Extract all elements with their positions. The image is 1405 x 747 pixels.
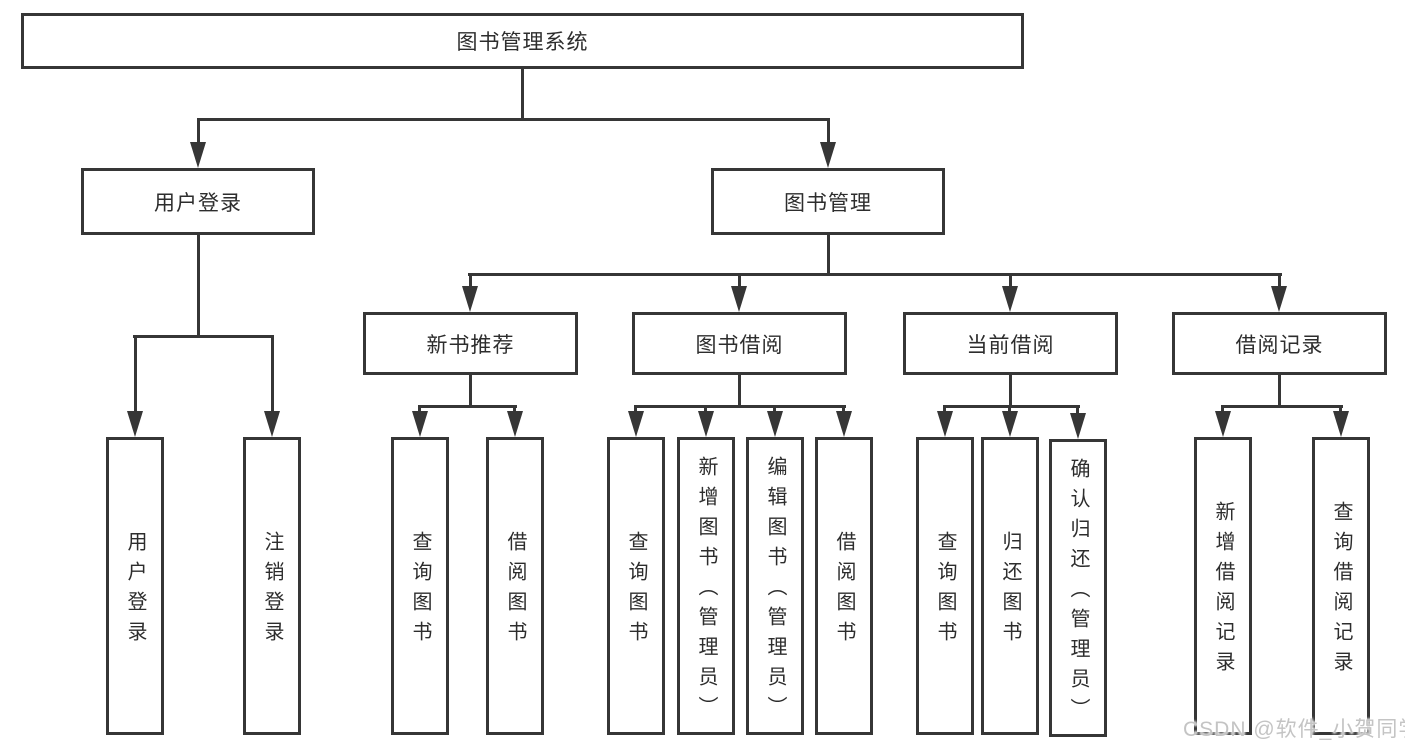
connector-login-group-hline: [133, 335, 274, 338]
arrowhead-leaf-login: [127, 411, 143, 437]
leaf-return-books: 归还图书: [981, 437, 1039, 735]
leaf-borrow-query-books-label: 查询图书: [625, 531, 647, 651]
leaf-query-borrow-record-label: 查询借阅记录: [1330, 501, 1352, 681]
leaf-current-query-books-label: 查询图书: [934, 531, 956, 651]
leaf-edit-books-admin-label: 编辑图书（管理员）: [764, 456, 786, 726]
box-user-login-label: 用户登录: [154, 191, 242, 215]
arrowhead-return-books: [1002, 411, 1018, 437]
connector-level2-hline: [197, 118, 830, 121]
box-new-book-recommend: 新书推荐: [363, 312, 578, 375]
connector-records-group-hline: [1221, 405, 1343, 408]
leaf-user-login-label: 用户登录: [124, 531, 146, 651]
arrowhead-add-books: [698, 411, 714, 437]
leaf-borrow-books: 借阅图书: [815, 437, 873, 735]
connector-level3-hline: [468, 273, 1282, 276]
box-user-login-branch: 用户登录: [81, 168, 315, 235]
arrowhead-new-book: [462, 286, 478, 312]
box-book-management-label: 图书管理: [784, 191, 872, 215]
arrowhead-leaf-logout: [264, 411, 280, 437]
connector-drop-leaf-login: [134, 338, 137, 414]
box-root-system: 图书管理系统: [21, 13, 1024, 69]
csdn-watermark: CSDN @软件_小贺同学: [1183, 718, 1405, 741]
leaf-confirm-return-admin-label: 确认归还（管理员）: [1067, 458, 1089, 728]
arrowhead-current: [1002, 286, 1018, 312]
leaf-add-borrow-record-label: 新增借阅记录: [1212, 501, 1234, 681]
leaf-edit-books-admin: 编辑图书（管理员）: [746, 437, 804, 735]
box-borrowing-records-label: 借阅记录: [1235, 333, 1324, 357]
leaf-borrow-query-books: 查询图书: [607, 437, 665, 735]
arrowhead-borrow-books: [836, 411, 852, 437]
leaf-return-books-label: 归还图书: [999, 531, 1021, 651]
connector-drop-book-management: [827, 121, 830, 146]
connector-drop-leaf-logout: [271, 338, 274, 414]
box-book-management-branch: 图书管理: [711, 168, 945, 235]
connector-borrowing-stub: [738, 375, 741, 408]
arrowhead-query-record: [1333, 411, 1349, 437]
leaf-borrow-books-label: 借阅图书: [833, 531, 855, 651]
arrowhead-edit-books: [767, 411, 783, 437]
box-root-label: 图书管理系统: [456, 31, 589, 54]
leaf-newbook-query-books-label: 查询图书: [409, 531, 431, 651]
connector-drop-new-book: [469, 276, 472, 290]
arrowhead-add-record: [1215, 411, 1231, 437]
connector-drop-records: [1278, 276, 1281, 290]
arrowhead-borrow-query: [628, 411, 644, 437]
connector-drop-borrowing: [738, 276, 741, 290]
leaf-newbook-query-books: 查询图书: [391, 437, 449, 735]
leaf-confirm-return-admin: 确认归还（管理员）: [1049, 439, 1107, 737]
arrowhead-user-login: [190, 142, 206, 168]
box-book-borrowing-label: 图书借阅: [695, 333, 784, 357]
arrowhead-newbook-query: [412, 411, 428, 437]
box-borrowing-records: 借阅记录: [1172, 312, 1387, 375]
connector-user-login-stub: [197, 235, 200, 338]
connector-book-management-stub: [827, 235, 830, 276]
connector-current-stub: [1009, 375, 1012, 408]
connector-drop-user-login: [197, 121, 200, 146]
arrowhead-newbook-borrow: [507, 411, 523, 437]
box-current-borrowing: 当前借阅: [903, 312, 1118, 375]
leaf-add-borrow-record: 新增借阅记录: [1194, 437, 1252, 735]
connector-borrowing-group-hline: [634, 405, 846, 408]
connector-root-stub: [521, 69, 524, 121]
connector-current-group-hline: [943, 405, 1080, 408]
box-new-book-recommend-label: 新书推荐: [426, 333, 515, 357]
leaf-logout: 注销登录: [243, 437, 301, 735]
leaf-user-login: 用户登录: [106, 437, 164, 735]
arrowhead-book-management: [820, 142, 836, 168]
box-current-borrowing-label: 当前借阅: [966, 333, 1055, 357]
arrowhead-records: [1271, 286, 1287, 312]
leaf-logout-label: 注销登录: [261, 531, 283, 651]
leaf-query-borrow-record: 查询借阅记录: [1312, 437, 1370, 735]
leaf-newbook-borrow-books-label: 借阅图书: [504, 531, 526, 651]
leaf-current-query-books: 查询图书: [916, 437, 974, 735]
arrowhead-borrowing: [731, 286, 747, 312]
connector-newbook-group-hline: [418, 405, 517, 408]
leaf-newbook-borrow-books: 借阅图书: [486, 437, 544, 735]
arrowhead-confirm-return: [1070, 413, 1086, 439]
connector-drop-current: [1009, 276, 1012, 290]
connector-new-book-stub: [469, 375, 472, 408]
connector-records-stub: [1278, 375, 1281, 408]
box-book-borrowing: 图书借阅: [632, 312, 847, 375]
arrowhead-current-query: [937, 411, 953, 437]
leaf-add-books-admin-label: 新增图书（管理员）: [695, 456, 717, 726]
connector-drop-confirm-return: [1076, 408, 1079, 414]
leaf-add-books-admin: 新增图书（管理员）: [677, 437, 735, 735]
